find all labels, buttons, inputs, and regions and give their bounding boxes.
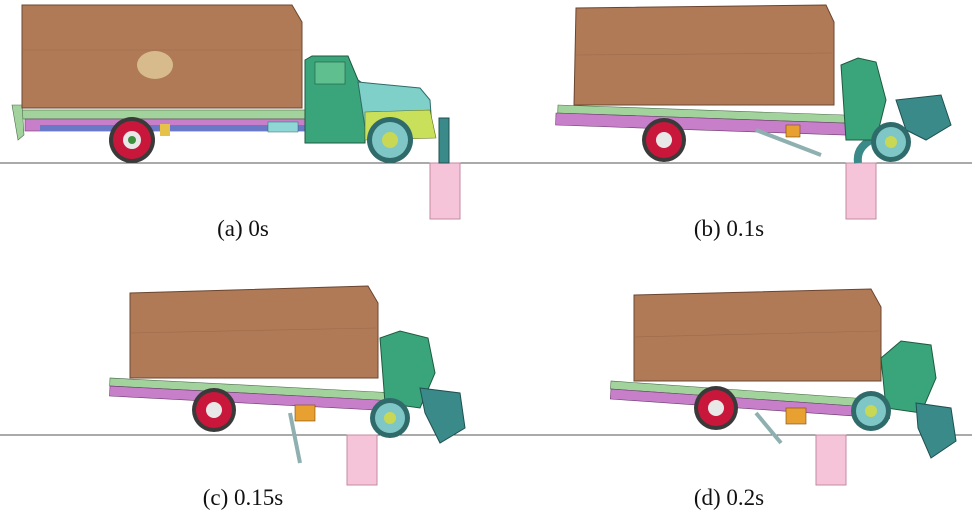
detached-driveshaft bbox=[754, 411, 783, 445]
panel-0s: (a) 0s bbox=[0, 0, 486, 263]
truck-crash-diagram-0s bbox=[0, 4, 486, 220]
panel-0_1s: (b) 0.1s bbox=[486, 0, 972, 263]
cargo-box bbox=[573, 4, 835, 106]
caption-0_2s: (d) 0.2s bbox=[693, 485, 765, 510]
foundation-block bbox=[845, 162, 877, 220]
frame-top-rail bbox=[17, 109, 309, 120]
caption-0_15s: (c) 0.15s bbox=[202, 485, 284, 510]
detached-driveshaft bbox=[288, 412, 302, 464]
deformed-cab bbox=[840, 57, 887, 141]
truck-crash-diagram-0_2s bbox=[486, 288, 972, 486]
detached-driveshaft bbox=[755, 128, 822, 157]
foundation-block bbox=[429, 162, 461, 220]
cargo-box bbox=[129, 285, 379, 379]
bent-pole bbox=[853, 136, 874, 164]
caption-0_1s: (b) 0.1s bbox=[693, 216, 765, 241]
panel-0_15s: (c) 0.15s bbox=[0, 263, 486, 526]
foundation-block bbox=[815, 434, 847, 486]
cargo-box-marking bbox=[137, 51, 173, 79]
cargo-box bbox=[633, 288, 882, 382]
hood-panel bbox=[915, 402, 957, 459]
chassis-rail bbox=[40, 125, 310, 131]
cab-window bbox=[314, 61, 346, 85]
hood-panel bbox=[419, 387, 466, 444]
rear-bumper bbox=[11, 104, 25, 141]
hood-panel bbox=[895, 94, 952, 141]
caption-0s: (a) 0s bbox=[217, 216, 269, 241]
impact-pole bbox=[438, 117, 450, 164]
panel-0_2s: (d) 0.2s bbox=[486, 263, 972, 526]
foundation-block bbox=[346, 434, 378, 486]
deformed-cab bbox=[880, 340, 937, 414]
truck-crash-diagram-0_15s bbox=[0, 285, 486, 486]
truck-crash-diagram-0_1s bbox=[486, 4, 972, 220]
